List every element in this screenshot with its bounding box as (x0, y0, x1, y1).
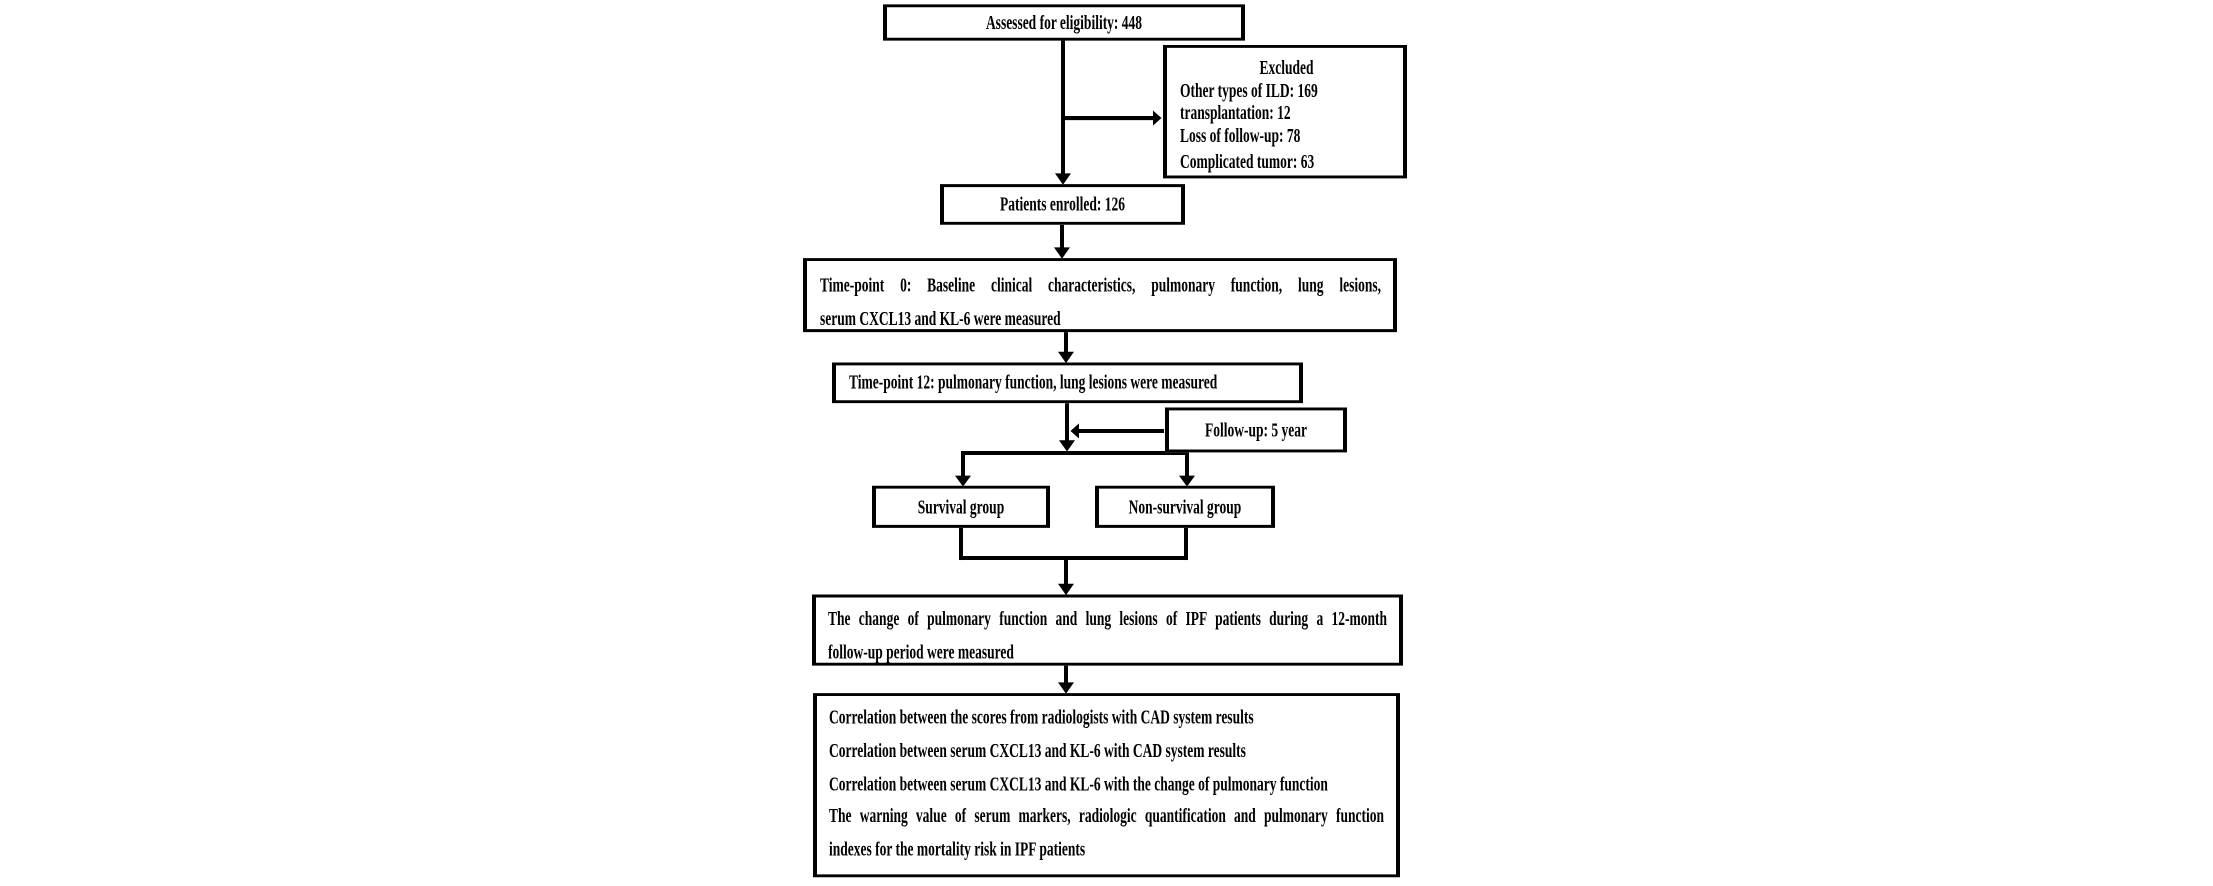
box-survival-group: Survival group (872, 485, 1050, 528)
excluded-line-followup-loss: Loss of follow-up: 78 (1180, 123, 1301, 146)
patients-enrolled-text: Patients enrolled: 126 (1000, 192, 1125, 215)
timepoint0-line2: serum CXCL13 and KL-6 were measured (820, 307, 1061, 329)
arrow-assessed-to-patients (1055, 39, 1071, 185)
box-followup-5-year: Follow-up: 5 year (1165, 407, 1347, 453)
box-patients-enrolled: Patients enrolled: 126 (940, 184, 1185, 225)
survival-group-text: Survival group (917, 495, 1005, 517)
pulmonary-change-line1: The change of pulmonary function and lun… (828, 607, 1387, 630)
non-survival-group-text: Non-survival group (1128, 495, 1242, 517)
box-excluded: Excluded Other types of ILD: 169 transpl… (1163, 44, 1407, 179)
box-pulmonary-change: The change of pulmonary function and lun… (812, 594, 1403, 666)
assessed-eligibility-text: Assessed for eligibility: 448 (985, 10, 1143, 33)
arrow-to-excluded (1063, 110, 1162, 126)
box-non-survival-group: Non-survival group (1095, 485, 1275, 528)
excluded-line-ild: Other types of ILD: 169 (1180, 79, 1318, 101)
outcomes-line3: Correlation between serum CXCL13 and KL-… (829, 772, 1328, 795)
box-assessed-eligibility: Assessed for eligibility: 448 (883, 4, 1245, 41)
timepoint12-text: Time-point 12: pulmonary function, lung … (849, 371, 1218, 393)
excluded-title: Excluded (1259, 56, 1314, 79)
arrow-timepoint0-to-timepoint12 (1058, 332, 1074, 364)
outcomes-line1: Correlation between the scores from radi… (829, 706, 1254, 728)
arrow-timepoint12-to-split (1059, 403, 1075, 452)
arrow-followup-to-stem (1070, 423, 1164, 439)
outcomes-line4: The warning value of serum markers, radi… (829, 805, 1384, 828)
merge-connector (959, 527, 1188, 596)
split-connector (955, 450, 1195, 487)
outcomes-line5: indexes for the mortality risk in IPF pa… (829, 838, 1086, 861)
excluded-line-tumor: Complicated tumor: 63 (1180, 150, 1315, 173)
box-timepoint-12: Time-point 12: pulmonary function, lung … (832, 362, 1303, 404)
excluded-line-transplantation: transplantation: 12 (1180, 101, 1291, 124)
timepoint0-line1: Time-point 0: Baseline clinical characte… (820, 274, 1381, 296)
arrow-patients-to-timepoint0 (1054, 224, 1070, 259)
pulmonary-change-line2: follow-up period were measured (828, 640, 1014, 663)
arrow-change-to-outcomes (1058, 665, 1074, 694)
followup-text: Follow-up: 5 year (1205, 418, 1307, 441)
box-timepoint-0: Time-point 0: Baseline clinical characte… (803, 258, 1397, 333)
box-outcome-analyses: Correlation between the scores from radi… (813, 693, 1400, 878)
outcomes-line2: Correlation between serum CXCL13 and KL-… (829, 739, 1246, 762)
